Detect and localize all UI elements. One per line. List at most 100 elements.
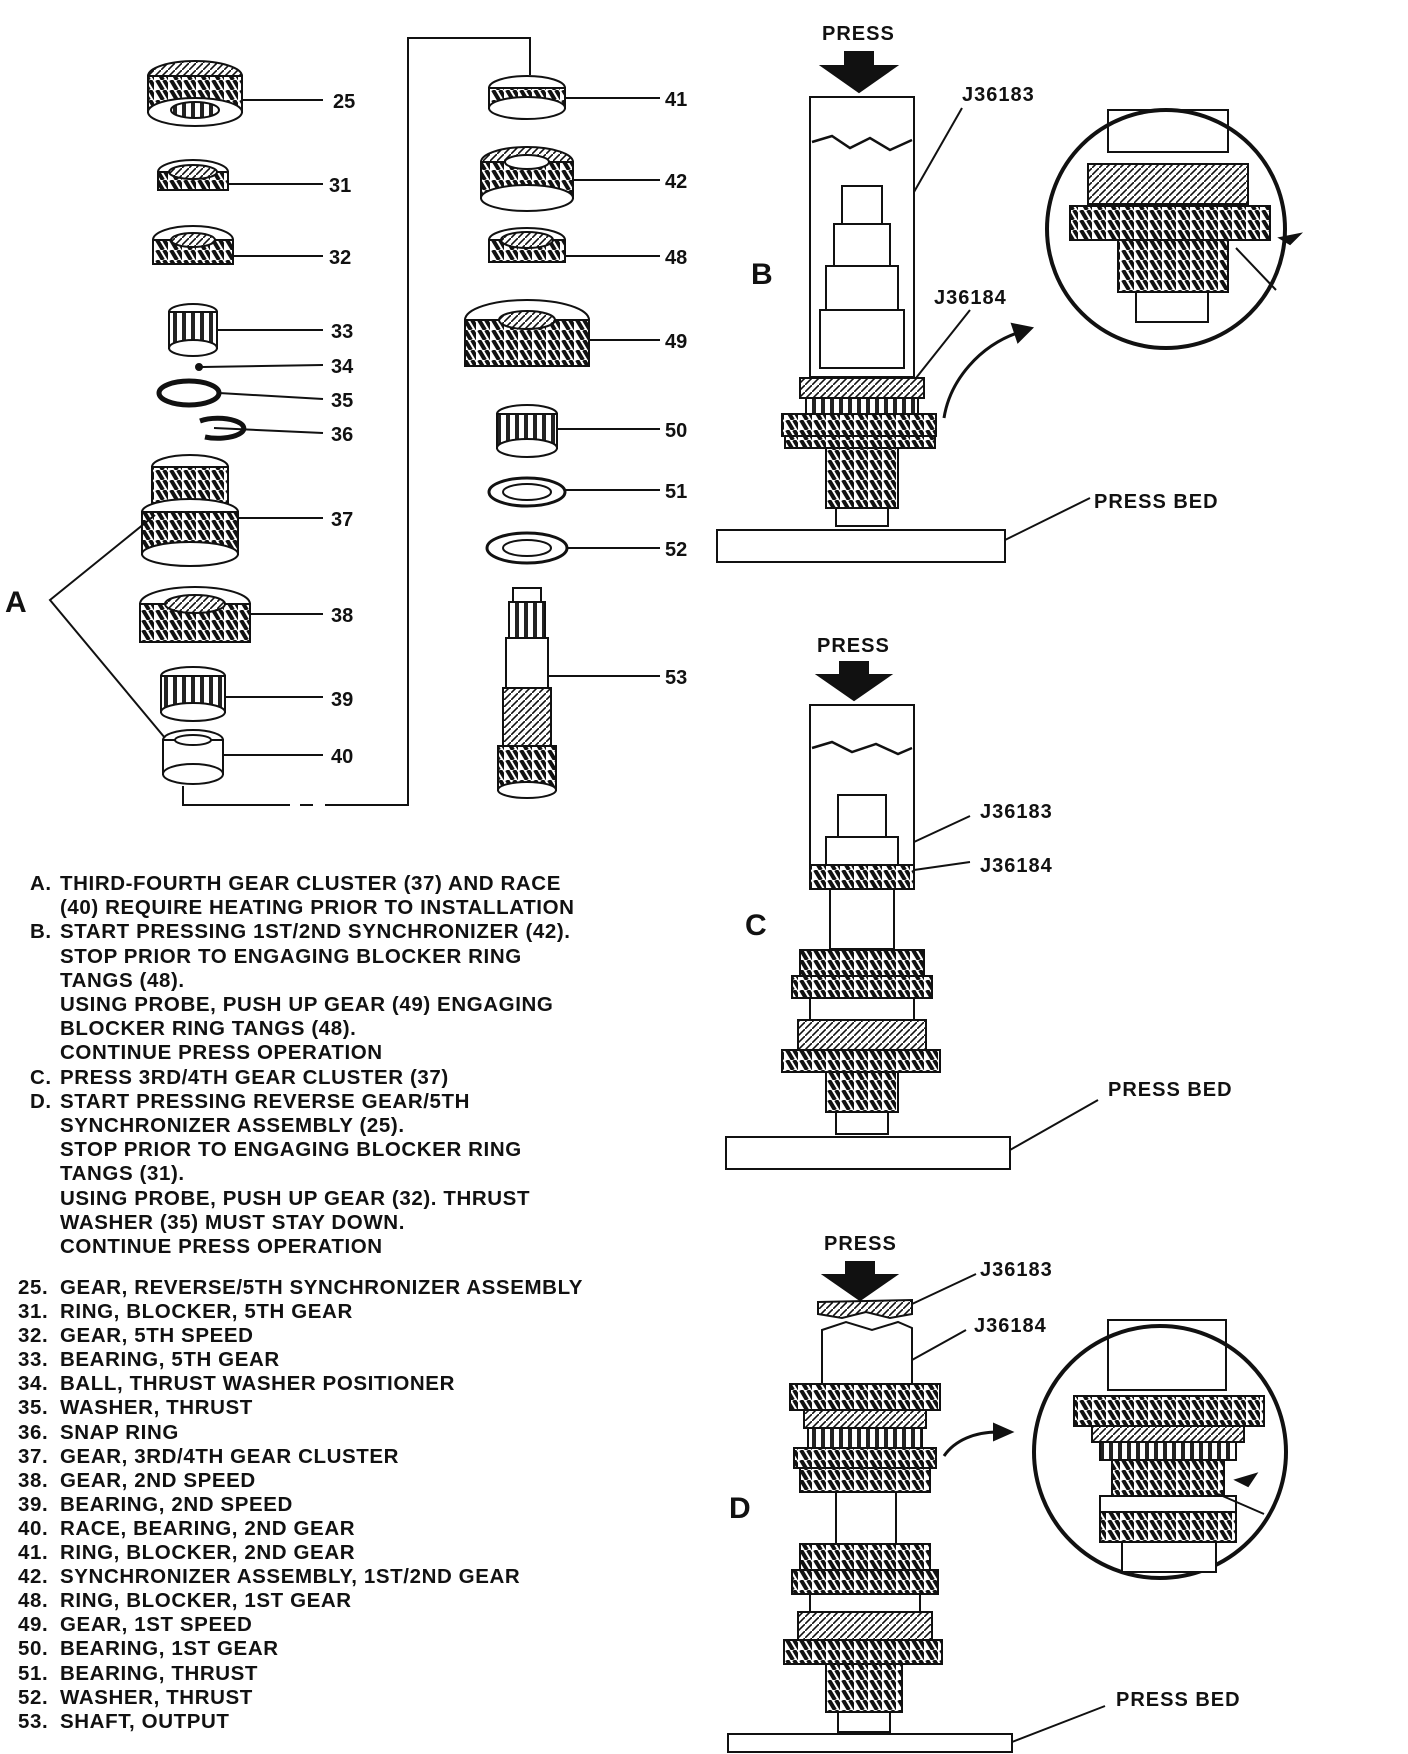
legend-item: 35.WASHER, THRUST [18,1396,738,1420]
note-text: THIRD-FOURTH GEAR CLUSTER (37) AND RACE … [60,872,575,920]
legend-number: 36. [18,1420,49,1444]
part-32-5th-gear [152,225,234,265]
legend-item: 31.RING, BLOCKER, 5TH GEAR [18,1300,738,1324]
press-diagram-d: PRESS J36183 J36184 PRESS BED D [727,1233,1288,1753]
legend-number: 32. [18,1324,49,1348]
label-49: 49 [665,331,687,353]
part-37-gear-cluster [141,454,239,567]
part-52-thrust-washer [485,531,569,565]
part-48-blocker-ring [488,227,566,263]
label-40: 40 [331,746,353,768]
label-36: 36 [331,424,353,446]
legend-number: 49. [18,1613,49,1637]
label-38: 38 [331,605,353,627]
legend-item: 41. RING, BLOCKER, 2ND GEAR [18,1541,738,1565]
legend-text: BEARING, 2ND SPEED [60,1492,293,1516]
curved-arrow-d [942,1430,999,1457]
instruction-notes: A. THIRD-FOURTH GEAR CLUSTER (37) AND RA… [30,872,710,1259]
part-42-synchronizer-assembly [480,146,574,212]
legend-text: RING, BLOCKER, 2ND GEAR [60,1541,356,1565]
legend-number: 40. [18,1516,49,1540]
note-d: D. START PRESSING REVERSE GEAR/5TH SYNCH… [30,1090,710,1259]
part-51-thrust-bearing [487,476,567,508]
press-bed-c [725,1136,1011,1170]
legend-item: 48. RING, BLOCKER, 1ST GEAR [18,1589,738,1613]
part-25-synchronizer-assembly [147,60,243,127]
legend-item: 49.GEAR, 1ST SPEED [18,1613,738,1637]
legend-number: 41. [18,1541,49,1565]
label-50: 50 [665,420,687,442]
legend-number: 31. [18,1300,49,1324]
part-33-bearing [168,303,218,357]
parts-legend: 25.GEAR, REVERSE/5TH SYNCHRONIZER ASSEMB… [18,1276,738,1734]
press-arrow-b [818,51,900,94]
press-label-d: PRESS [824,1233,897,1255]
legend-item: 32. GEAR, 5TH SPEED [18,1324,738,1348]
step-label-c: C [745,909,767,942]
legend-item: 36. SNAP RING [18,1421,738,1445]
legend-text: GEAR, 5TH SPEED [60,1324,254,1348]
legend-number: 34. [18,1372,49,1396]
part-39-bearing [160,666,226,722]
legend-number: 48. [18,1589,49,1613]
legend-text: SYNCHRONIZER ASSEMBLY, 1ST/2ND GEAR [60,1565,521,1589]
press-bed-label-b: PRESS BED [1094,491,1219,513]
press-diagram-c: PRESS J36183 J36184 PRESS BED C [725,635,1232,1170]
legend-item: 40. RACE, BEARING, 2ND GEAR [18,1517,738,1541]
leader-lines-left [48,37,531,806]
note-b: B. START PRESSING 1ST/2ND SYNCHRONIZER (… [30,920,710,1065]
label-35: 35 [331,390,353,412]
tool-label-j36183-d: J36183 [980,1259,1053,1281]
legend-text: BEARING, 1ST GEAR [60,1637,279,1661]
press-arrow-d [820,1261,900,1302]
legend-number: 52. [18,1685,49,1709]
legend-text: WASHER, THRUST [60,1396,253,1420]
part-41-blocker-ring [488,75,566,120]
step-label-d: D [729,1492,751,1525]
magnified-detail-b [1045,108,1304,350]
note-text: PRESS 3RD/4TH GEAR CLUSTER (37) [60,1065,449,1089]
tool-label-j36183-b: J36183 [962,84,1035,106]
label-32: 32 [329,247,351,269]
label-48: 48 [665,247,687,269]
legend-item: 34.BALL, THRUST WASHER POSITIONER [18,1372,738,1396]
legend-text: BEARING, THRUST [60,1661,259,1685]
legend-number: 51. [18,1661,49,1685]
press-diagram-b: PRESS J36183 J36184 PRESS BED B [716,23,1304,563]
tool-label-j36184-c: J36184 [980,855,1053,877]
part-50-bearing [496,404,558,458]
note-letter: A. [30,872,52,895]
legend-text: WASHER, THRUST [60,1685,253,1709]
tool-label-j36184-d: J36184 [974,1315,1047,1337]
press-bed-b [716,529,1006,563]
label-37: 37 [331,509,353,531]
legend-text: SNAP RING [60,1420,179,1444]
legend-item: 51. BEARING, THRUST [18,1662,738,1686]
magnified-detail-d [1032,1319,1288,1580]
note-c: C. PRESS 3RD/4TH GEAR CLUSTER (37) [30,1066,710,1090]
legend-text: RING, BLOCKER, 1ST GEAR [60,1589,352,1613]
label-25: 25 [333,91,355,113]
legend-item: 50.BEARING, 1ST GEAR [18,1637,738,1661]
part-34-ball [195,363,203,371]
part-53-output-shaft [497,587,557,799]
legend-text: RACE, BEARING, 2ND GEAR [60,1516,356,1540]
exploded-parts-column-left [139,60,251,785]
legend-item: 33.BEARING, 5TH GEAR [18,1348,738,1372]
part-49-1st-gear [464,299,590,367]
part-31-blocker-ring [157,159,229,191]
exploded-parts-column-right [464,75,590,799]
label-33: 33 [331,321,353,343]
label-52: 52 [665,539,687,561]
legend-text: BEARING, 5TH GEAR [60,1348,280,1372]
note-text: START PRESSING REVERSE GEAR/5TH SYNCHRON… [60,1089,531,1259]
label-31: 31 [329,175,351,197]
curved-arrow-b [942,330,1021,419]
legend-number: 42. [18,1565,49,1589]
step-label-a: A [5,586,27,619]
legend-number: 39. [18,1492,49,1516]
legend-number: 25. [18,1276,49,1299]
label-39: 39 [331,689,353,711]
note-letter: D. [30,1089,52,1113]
